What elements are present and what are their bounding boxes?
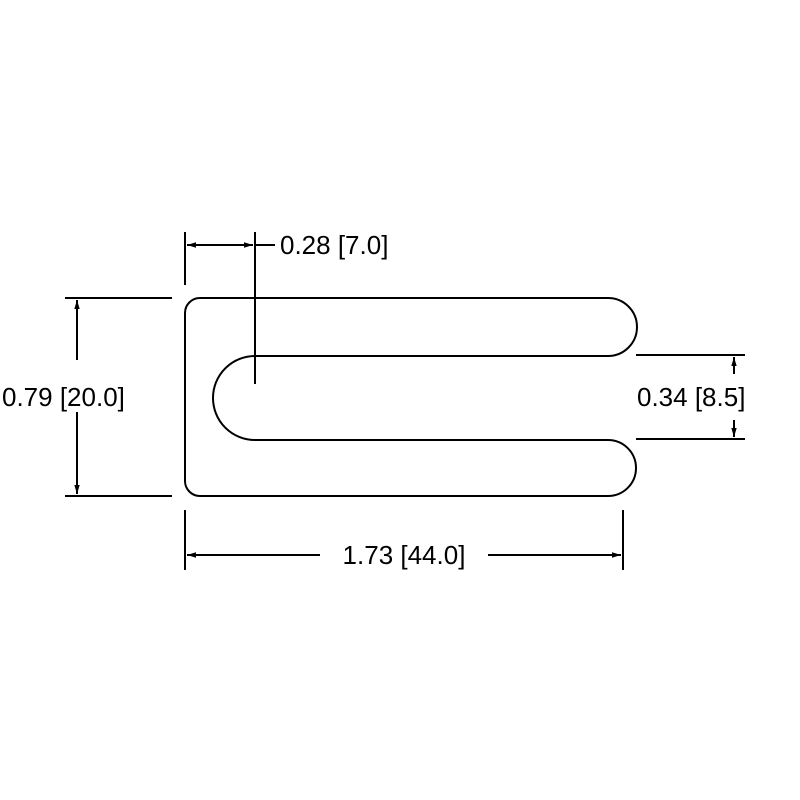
slot-offset-dimension: 0.28 [7.0] <box>184 230 388 384</box>
slot-width-label: 0.34 [8.5] <box>637 382 745 412</box>
shim-outline <box>184 297 638 497</box>
overall-length-dimension: 1.73 [44.0] <box>184 510 624 570</box>
overall-length-label: 1.73 [44.0] <box>343 540 466 570</box>
overall-height-label: 0.79 [20.0] <box>2 382 125 412</box>
overall-height-dimension: 0.79 [20.0] <box>2 297 172 497</box>
slot-width-dimension: 0.34 [8.5] <box>636 354 745 440</box>
slot-offset-label: 0.28 [7.0] <box>280 230 388 260</box>
